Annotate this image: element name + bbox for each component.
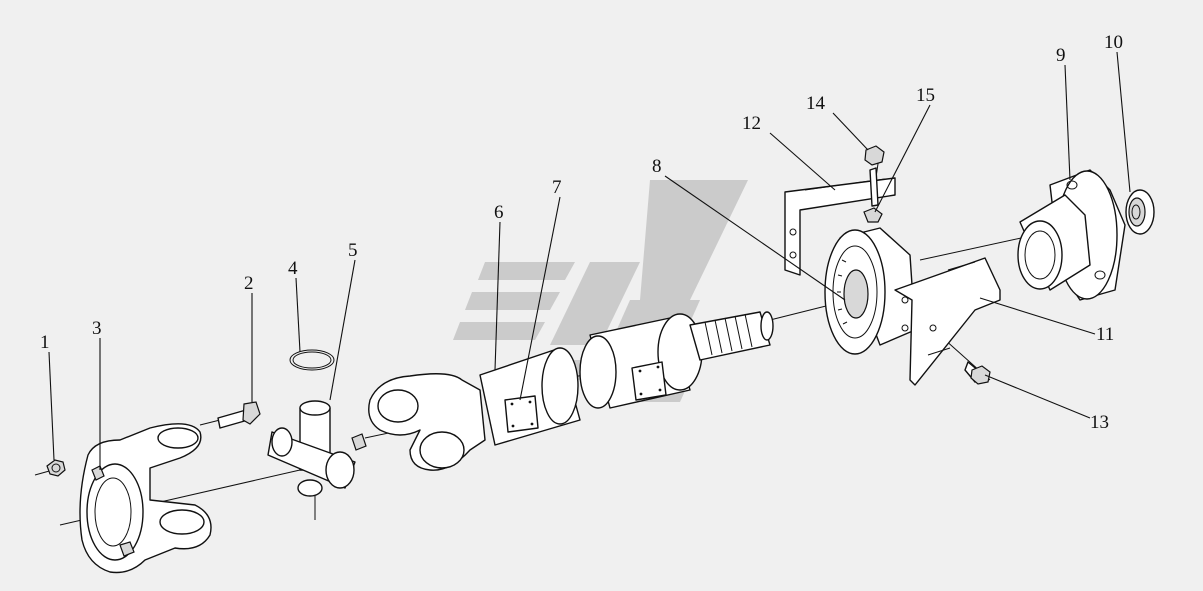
- part-12-bracket: [784, 177, 896, 276]
- part-10-nut: [1125, 189, 1155, 235]
- callout-15: 15: [916, 85, 935, 106]
- callout-2: 2: [244, 273, 254, 294]
- callout-3: 3: [92, 318, 102, 339]
- callout-11: 11: [1096, 324, 1114, 345]
- part-11-bracket: [894, 257, 1001, 386]
- callout-12: 12: [742, 113, 761, 134]
- part-7-balance-weight: [504, 361, 667, 433]
- part-4-snap-ring: [289, 349, 335, 371]
- callout-4: 4: [288, 258, 298, 279]
- callout-9: 9: [1056, 45, 1066, 66]
- callout-14: 14: [806, 93, 826, 114]
- callout-10: 10: [1104, 32, 1123, 53]
- part-6-shaft-yoke: [368, 311, 774, 471]
- part-1-nut: [46, 459, 66, 477]
- part-14-bolt: [864, 145, 885, 166]
- callout-7: 7: [552, 177, 562, 198]
- part-13-bolt: [964, 361, 991, 385]
- callout-6: 6: [494, 202, 504, 223]
- part-15-bolt: [863, 167, 883, 223]
- part-5-universal-joint-cross: [267, 400, 367, 497]
- part-2-bolt: [217, 401, 261, 429]
- part-3-flange-yoke: [79, 423, 212, 574]
- leader-lines: [48, 51, 1131, 470]
- part-9-companion-flange: [1017, 169, 1126, 301]
- callout-5: 5: [348, 240, 358, 261]
- part-8-center-bearing: [824, 227, 916, 355]
- callout-1: 1: [40, 332, 50, 353]
- callout-13: 13: [1090, 412, 1109, 433]
- callout-labels: 1 2 3 4 5 6 7 8 9 10 11 12 13 14 15: [40, 32, 1123, 433]
- callout-8: 8: [652, 156, 662, 177]
